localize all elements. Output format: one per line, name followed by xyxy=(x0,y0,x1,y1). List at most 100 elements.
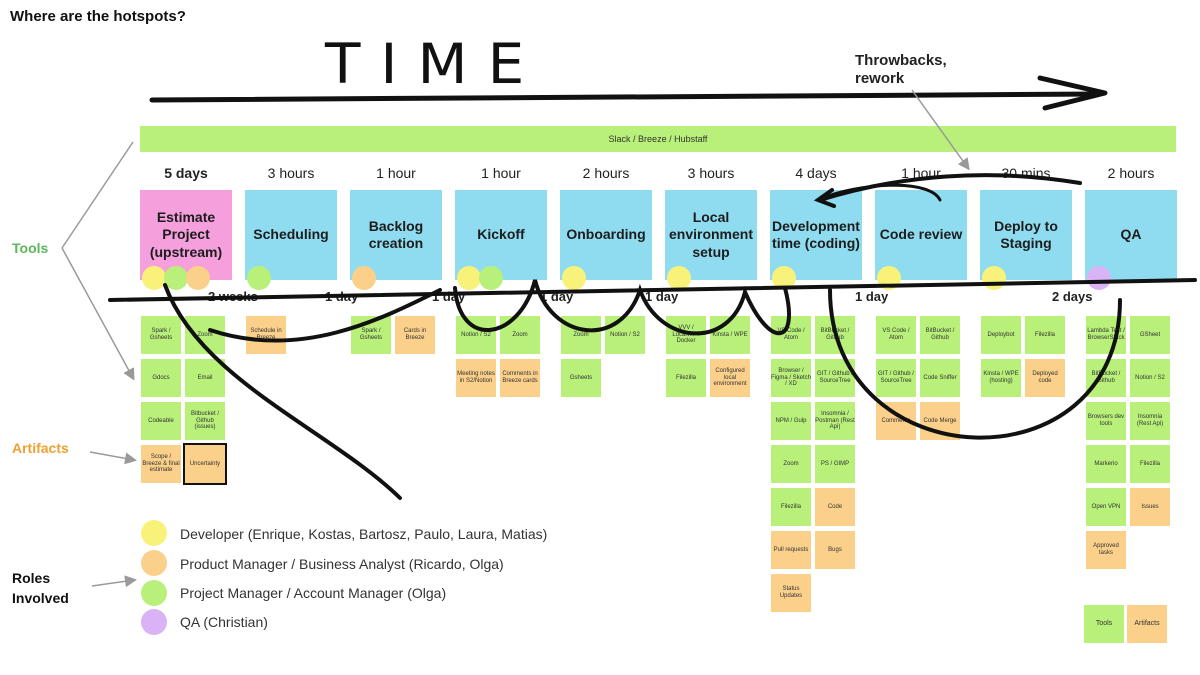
roles-pointer xyxy=(91,575,137,588)
artifact-note: Schedule in Breeze xyxy=(246,316,286,354)
artifact-note: Uncertainty xyxy=(183,443,227,485)
tool-note: Zoom xyxy=(771,445,811,483)
artifact-note: Deployed code xyxy=(1025,359,1065,397)
artifact-note: Issues xyxy=(1130,488,1170,526)
phase-duration: 1 hour xyxy=(376,165,416,181)
throwbacks-annotation: Throwbacks, rework xyxy=(855,52,947,87)
tool-note: Filezilla xyxy=(771,488,811,526)
wait-time-label: 1 day xyxy=(855,289,889,304)
tool-note: GSheet xyxy=(1130,316,1170,354)
developer-role-dot xyxy=(562,266,586,290)
tool-note: Deploybot xyxy=(981,316,1021,354)
phase-card: Code review xyxy=(875,190,967,280)
tools-label: Tools xyxy=(12,240,49,256)
artifact-note: Comments xyxy=(876,402,916,440)
legend-product-manager: Product Manager / Business Analyst (Rica… xyxy=(180,556,504,572)
artifacts-pointer xyxy=(89,451,137,465)
tools-brace xyxy=(61,141,133,378)
tool-note: PS / GIMP xyxy=(815,445,855,483)
throwbacks-pointer xyxy=(911,89,970,171)
qa-dot xyxy=(141,609,167,635)
tool-note: Codeable xyxy=(141,402,181,440)
legend-project-manager: Project Manager / Account Manager (Olga) xyxy=(180,585,447,601)
tool-note: Notion / S2 xyxy=(456,316,496,354)
artifact-note: Bugs xyxy=(815,531,855,569)
artifact-note: Meeting notes in S2/Notion xyxy=(456,359,496,397)
artifacts-legend-note: Artifacts xyxy=(1127,605,1167,643)
throwback-arrow-2 xyxy=(826,183,942,202)
phase-duration: 4 days xyxy=(795,165,837,181)
time-arrowhead-icon xyxy=(1037,75,1108,111)
product-manager-role-dot xyxy=(186,266,210,290)
phase-card: Onboarding xyxy=(560,190,652,280)
phase-duration: 2 hours xyxy=(582,165,630,181)
page-title: Where are the hotspots? xyxy=(10,8,186,25)
artifact-note: Status Updates xyxy=(771,574,811,612)
tools-bar: Slack / Breeze / Hubstaff xyxy=(140,126,1176,152)
estimate-scribble xyxy=(163,283,442,500)
tool-note: Insomnia / Postman (Rest Api) xyxy=(815,402,855,440)
tool-note: Markerio xyxy=(1086,445,1126,483)
tool-note: Filezilla xyxy=(666,359,706,397)
tool-note: Notion / S2 xyxy=(1130,359,1170,397)
phase-card: QA xyxy=(1085,190,1177,280)
phase-card: Kickoff xyxy=(455,190,547,280)
tool-note: BitBucket / Github xyxy=(920,316,960,354)
artifact-note: Approved tasks xyxy=(1086,531,1126,569)
tool-note: Gdocs xyxy=(141,359,181,397)
legend-qa: QA (Christian) xyxy=(180,614,268,630)
legend-developer: Developer (Enrique, Kostas, Bartosz, Pau… xyxy=(180,526,548,542)
tool-note: VVV / LocalWP / Docker xyxy=(666,316,706,354)
developer-role-dot xyxy=(982,266,1006,290)
artifact-note: Code xyxy=(815,488,855,526)
tool-note: Code Sniffer xyxy=(920,359,960,397)
time-annotation: TIME xyxy=(325,31,545,97)
throwback-arrow xyxy=(818,173,1082,202)
tool-note: Open VPN xyxy=(1086,488,1126,526)
phase-card: Scheduling xyxy=(245,190,337,280)
tool-note: Bitbucket / Github (issues) xyxy=(185,402,225,440)
phase-duration: 3 hours xyxy=(687,165,735,181)
artifacts-label: Artifacts xyxy=(12,440,69,456)
phase-duration: 5 days xyxy=(164,165,208,181)
handwritten-line xyxy=(108,278,1197,302)
tool-note: Zoom xyxy=(185,316,225,354)
developer-dot xyxy=(141,520,167,546)
tool-note: GIT / Github / SourceTree xyxy=(876,359,916,397)
developer-role-dot xyxy=(667,266,691,290)
tool-note: Notion / S2 xyxy=(605,316,645,354)
tool-note: Browser / Figma / Sketch / XD xyxy=(771,359,811,397)
tool-note: NPM / Gulp xyxy=(771,402,811,440)
phase-duration: 1 hour xyxy=(481,165,521,181)
developer-role-dot xyxy=(142,266,166,290)
tool-note: Filezilla xyxy=(1025,316,1065,354)
phase-card: Development time (coding) xyxy=(770,190,862,280)
tool-note: Insomnia (Rest Api) xyxy=(1130,402,1170,440)
tools-legend-note: Tools xyxy=(1084,605,1124,643)
tool-note: Browsers dev tools xyxy=(1086,402,1126,440)
artifact-note: Pull requests xyxy=(771,531,811,569)
product-manager-dot xyxy=(141,550,167,576)
roles-label: Roles Involved xyxy=(12,570,69,607)
phase-card: Deploy to Staging xyxy=(980,190,1072,280)
wait-time-label: 1 day xyxy=(645,289,679,304)
throwback-arrowhead-icon xyxy=(813,188,836,208)
qa-loop xyxy=(828,288,1122,440)
rework-loops xyxy=(453,279,791,336)
phase-duration: 2 hours xyxy=(1107,165,1155,181)
developer-role-dot xyxy=(457,266,481,290)
tool-note: Filezilla xyxy=(1130,445,1170,483)
artifact-note: Comments in Breeze cards xyxy=(500,359,540,397)
artifact-note: Configured local environment xyxy=(710,359,750,397)
project-manager-role-dot xyxy=(479,266,503,290)
qa-role-dot xyxy=(1087,266,1111,290)
phase-duration: 3 hours xyxy=(267,165,315,181)
phase-card: Estimate Project (upstream) xyxy=(140,190,232,280)
project-manager-role-dot xyxy=(164,266,188,290)
time-arrow xyxy=(149,91,1103,103)
tool-note: Kinsta / WPE (hosting) xyxy=(981,359,1021,397)
artifact-note: Cards in Breeze xyxy=(395,316,435,354)
wait-time-label: 2 days xyxy=(1052,289,1093,304)
tool-note: Gsheets xyxy=(561,359,601,397)
